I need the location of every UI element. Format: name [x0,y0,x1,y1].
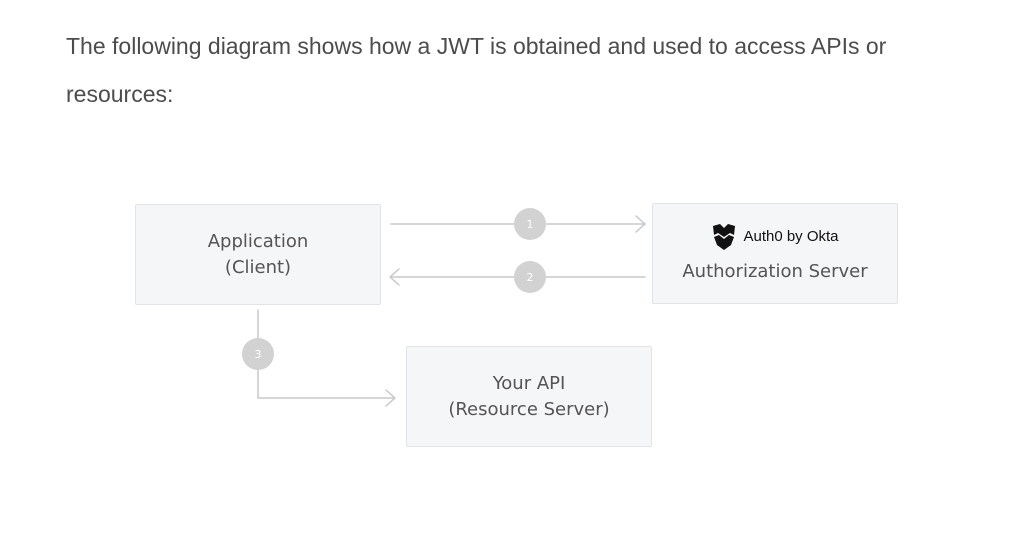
api-title: Your API [492,372,566,394]
api-resource-server-box: Your API (Resource Server) [406,346,652,447]
auth0-brand-text: Auth0 by Okta [743,227,839,245]
step-badge-2: 2 [514,261,546,293]
application-client-box: Application (Client) [135,204,381,305]
step-badge-3: 3 [242,338,274,370]
arrow-1-head-icon [635,215,646,233]
svg-text:2: 2 [527,271,534,284]
client-title: Application [207,230,309,252]
svg-text:1: 1 [527,218,534,231]
auth0-brand: Auth0 by Okta [711,223,839,251]
api-subtitle: (Resource Server) [448,398,610,420]
arrow-2-head-icon [389,268,400,286]
arrow-3-line [257,309,395,399]
arrow-3-head-icon [385,389,396,407]
auth0-shield-icon [713,223,736,250]
client-subtitle: (Client) [224,256,292,278]
authorization-server-box: Auth0 by Okta Authorization Server [652,203,898,304]
intro-paragraph: The following diagram shows how a JWT is… [66,33,887,107]
svg-text:3: 3 [255,348,262,361]
authorization-server-label: Authorization Server [682,260,868,282]
step-badge-1: 1 [514,208,546,240]
